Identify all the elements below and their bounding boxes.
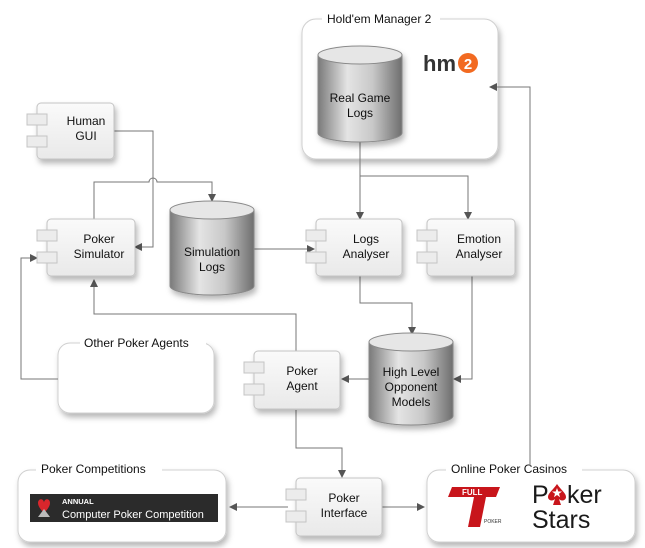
simulation-logs-line2: Logs: [199, 260, 225, 274]
component-poker-simulator: Poker Simulator: [36, 218, 136, 277]
edge-other-agents-to-simulator: [20, 254, 58, 380]
poker-competitions-title: Poker Competitions: [41, 462, 146, 476]
acpc-annual-text: ANNUAL: [62, 497, 94, 506]
pokerstars-ker-text: ker: [567, 481, 602, 509]
online-casinos-title: Online Poker Casinos: [451, 462, 567, 476]
edge-agent-to-interface: [295, 410, 346, 478]
db-real-game-logs: Real Game Logs: [317, 45, 403, 143]
pokerstars-stars-text: Stars: [532, 506, 590, 534]
db-simulation-logs: Simulation Logs: [169, 200, 255, 296]
online-casinos-container: Online Poker Casinos FULL POKER P ker St…: [426, 462, 636, 543]
poker-competitions-container: Poker Competitions ANNUAL Computer Poker…: [17, 462, 227, 543]
emotion-analyser-line2: Analyser: [456, 247, 503, 261]
heart-icon: [38, 499, 50, 514]
real-game-logs-line2: Logs: [347, 106, 373, 120]
full-tilt-bottom-text: POKER: [484, 519, 502, 525]
other-agents-container: Other Poker Agents: [57, 336, 215, 414]
hm2-logo: hm 2: [419, 46, 489, 80]
component-emotion-analyser: Emotion Analyser: [416, 218, 516, 277]
hm2-logo-text: hm: [423, 51, 456, 76]
edge-logs-analyser-to-models: [359, 276, 416, 335]
logs-analyser-line1: Logs: [353, 232, 379, 246]
edge-agent-to-simulator: [90, 279, 297, 351]
db-opponent-models: High Level Opponent Models: [368, 332, 454, 426]
simulation-logs-line1: Simulation: [184, 245, 240, 259]
opponent-models-line3: Models: [392, 395, 431, 409]
full-tilt-logo: FULL POKER: [441, 484, 513, 530]
poker-simulator-line1: Poker: [83, 232, 114, 246]
acpc-name-text: Computer Poker Competition: [62, 509, 204, 521]
other-agents-title: Other Poker Agents: [84, 336, 189, 350]
edge-realgame-to-emotion: [360, 175, 472, 220]
component-logs-analyser: Logs Analyser: [305, 218, 403, 277]
edge-casinos-to-holdem: [489, 83, 531, 466]
hm2-logo-badge-text: 2: [464, 56, 472, 73]
component-poker-agent: Poker Agent: [243, 350, 341, 410]
emotion-analyser-line1: Emotion: [457, 232, 501, 246]
pokerstars-p-text: P: [532, 481, 549, 509]
component-poker-interface: Poker Interface: [285, 477, 383, 537]
pokerstars-logo: P ker Stars: [532, 481, 602, 534]
opponent-models-line2: Opponent: [385, 380, 438, 394]
opponent-models-line1: High Level: [383, 365, 440, 379]
poker-simulator-line2: Simulator: [74, 247, 125, 261]
acpc-banner: ANNUAL Computer Poker Competition: [30, 494, 218, 522]
component-human-gui: Human GUI: [26, 102, 115, 160]
edge-gui-to-simulator: [114, 130, 154, 251]
human-gui-line1: Human: [67, 114, 106, 128]
logs-analyser-line2: Analyser: [343, 247, 390, 261]
edge-simulator-to-simlogs: [93, 177, 216, 219]
edges: [20, 83, 531, 511]
poker-agent-line2: Agent: [286, 379, 318, 393]
spade-icon: [38, 509, 50, 517]
edge-emotion-to-models: [453, 276, 473, 383]
full-tilt-top-text: FULL: [462, 488, 483, 497]
holdem-manager-title: Hold'em Manager 2: [327, 12, 432, 26]
human-gui-line2: GUI: [75, 129, 96, 143]
spade-o-icon: [548, 484, 566, 505]
poker-interface-line2: Interface: [321, 506, 368, 520]
hm2-logo-badge: [458, 53, 478, 73]
real-game-logs-line1: Real Game: [330, 91, 391, 105]
poker-interface-line1: Poker: [328, 491, 359, 505]
full-tilt-emblem: [448, 487, 500, 527]
poker-agent-line1: Poker: [286, 364, 317, 378]
